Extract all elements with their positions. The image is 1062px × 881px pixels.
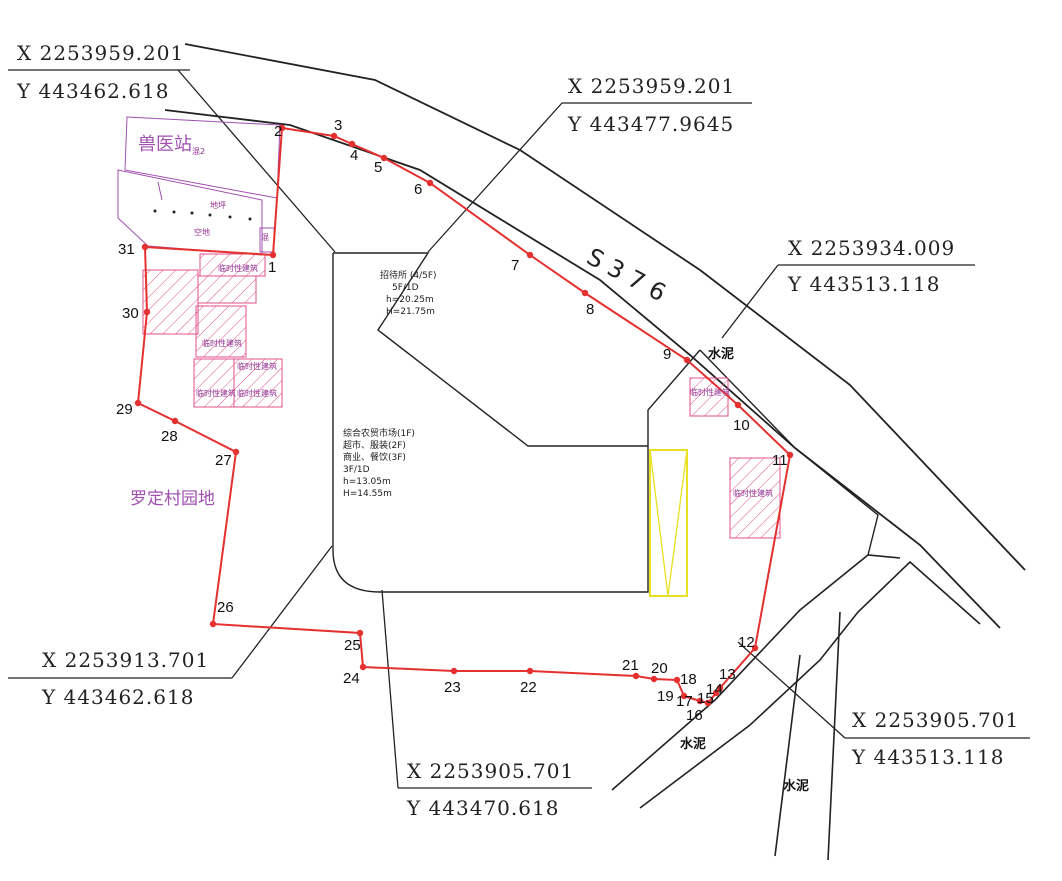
temporary-building-labels: 临时性建筑 临时性建筑 临时性建筑 临时性建筑 临时性建筑 临时性建筑 临时性建… <box>196 263 773 498</box>
temporary-buildings <box>142 253 781 539</box>
cement-road-west-line <box>774 654 801 857</box>
point-label: 16 <box>686 707 703 724</box>
hotel-text-line: 5F/1D <box>392 283 419 293</box>
point-label: 13 <box>719 666 736 683</box>
point-label: 2 <box>274 123 282 140</box>
coord-x-label: X 2253934.009 <box>788 236 955 260</box>
coord-x-label: X 2253913.701 <box>42 648 209 672</box>
coord-x-label: X 2253905.701 <box>852 708 1019 732</box>
cement-label: 水泥 <box>783 778 809 794</box>
road-s376-south-edge <box>164 109 1001 629</box>
temp-building-label: 临时性建筑 <box>202 338 242 348</box>
market-text-line: h=13.05m <box>343 477 391 487</box>
temp-building-label: 临时性建筑 <box>733 488 773 498</box>
point-label: 23 <box>444 679 461 696</box>
coordinate-leaders <box>8 69 1030 789</box>
coord-y-label: Y 443462.618 <box>41 685 194 709</box>
cement-road-east-line <box>827 611 841 861</box>
sidewalk-dots <box>153 209 252 221</box>
point-label: 31 <box>118 241 135 258</box>
coord-x-label: X 2253959.201 <box>568 74 735 98</box>
yellow-area <box>649 449 688 597</box>
market-building-outline <box>332 253 701 593</box>
temp-building-label: 临时性建筑 <box>237 388 277 398</box>
market-text-line: 超市、服装(2F) <box>343 439 406 451</box>
point-label: 19 <box>657 688 674 705</box>
market-text-line: 商业、餐饮(3F) <box>343 451 406 463</box>
sidewalk-label: 地坪 <box>210 200 226 210</box>
hotel-text-line: H=21.75m <box>386 307 435 317</box>
point-label: 10 <box>733 417 750 434</box>
yellow-area-diagonals <box>649 449 688 597</box>
point-label: 9 <box>663 346 671 363</box>
road-s376-north-edge <box>184 43 1026 571</box>
coord-y-label: Y 443477.9645 <box>567 112 734 136</box>
point-label: 24 <box>343 670 360 687</box>
point-label: 21 <box>622 657 639 674</box>
point-label: 1 <box>268 259 276 276</box>
market-text-line: 综合农贸市场(1F) <box>343 427 415 439</box>
hotel-text-line: 招待所 (4/5F) <box>380 269 437 281</box>
point-label: 7 <box>511 257 519 274</box>
market-text-line: 3F/1D <box>343 465 370 475</box>
point-label: 3 <box>334 117 342 134</box>
point-label: 5 <box>374 159 382 176</box>
point-label: 4 <box>350 147 358 164</box>
point-label: 14 <box>706 681 723 698</box>
side-road-west-edge <box>611 554 901 791</box>
point-label: 6 <box>414 181 422 198</box>
point-label: 29 <box>116 401 133 418</box>
vet-station-label: 兽医站 <box>138 134 192 155</box>
market-text-line: H=14.55m <box>343 489 392 499</box>
point-label: 25 <box>344 637 361 654</box>
point-label: 12 <box>738 634 755 651</box>
east-plot-outline <box>699 349 879 556</box>
hotel-building-outline <box>333 252 648 447</box>
point-label: 22 <box>520 679 537 696</box>
coord-y-label: Y 443513.118 <box>787 272 940 296</box>
point-label: 28 <box>161 428 178 445</box>
coordinate-labels: X 2253959.201 Y 443462.618 X 2253959.201… <box>16 41 1019 820</box>
coord-x-label: X 2253905.701 <box>407 759 574 783</box>
point-label: 15 <box>697 690 714 707</box>
temp-building-label: 临时性建筑 <box>690 387 730 397</box>
temp-building-label: 临时性建筑 <box>237 361 277 371</box>
luoding-garden-label: 罗定村园地 <box>130 489 215 509</box>
point-label: 20 <box>651 660 668 677</box>
coord-x-label: X 2253959.201 <box>17 41 184 65</box>
hotel-text-line: h=20.25m <box>386 295 434 305</box>
temp-building-label: 临时性建筑 <box>218 263 258 273</box>
point-label: 27 <box>215 452 232 469</box>
cement-label: 水泥 <box>680 736 706 752</box>
point-label: 8 <box>586 301 594 318</box>
vet-station-structure: 混2 <box>192 147 205 156</box>
point-labels: 1 2 3 4 5 6 7 8 9 10 11 12 13 14 15 16 1… <box>116 117 788 724</box>
cement-label: 水泥 <box>708 346 734 362</box>
empty-lot-label: 空地 <box>194 227 210 237</box>
coord-y-label: Y 443462.618 <box>16 79 169 103</box>
hotel-text-block: 招待所 (4/5F) 5F/1D h=20.25m H=21.75m <box>380 269 437 317</box>
small-building-label: 混 <box>261 233 269 242</box>
point-label: 18 <box>680 671 697 688</box>
market-text-block: 综合农贸市场(1F) 超市、服装(2F) 商业、餐饮(3F) 3F/1D h=1… <box>343 427 415 499</box>
temp-building-label: 临时性建筑 <box>196 388 236 398</box>
coord-y-label: Y 443513.118 <box>851 745 1004 769</box>
point-label: 17 <box>676 693 693 710</box>
point-label: 30 <box>122 305 139 322</box>
point-label: 11 <box>772 452 788 469</box>
point-label: 26 <box>217 599 234 616</box>
boundary-vertices <box>134 124 794 707</box>
coord-y-label: Y 443470.618 <box>406 796 559 820</box>
